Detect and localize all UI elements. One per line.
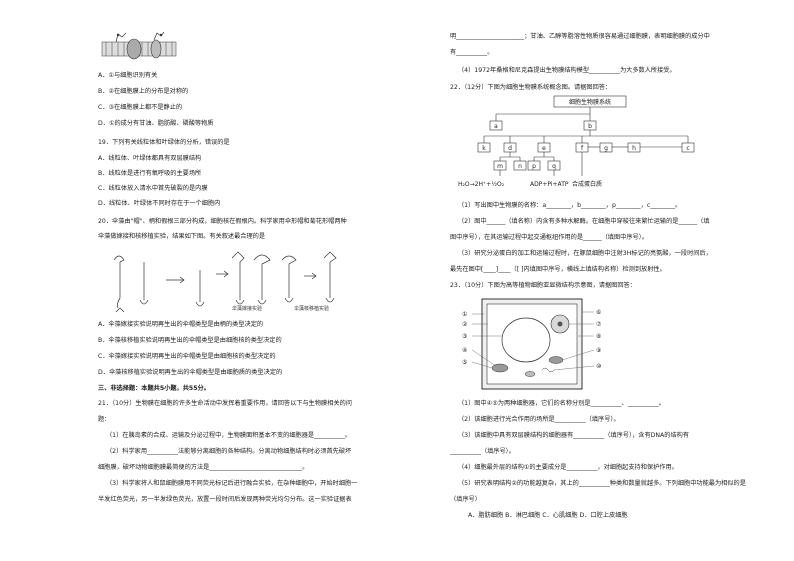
q23-line3: （3）该细胞中具有双层膜结构的细胞器有__________（填序号），含有DNA… — [458, 432, 690, 439]
q19-option-c: C．线粒体放入清水中首先破裂的是内膜 — [98, 185, 208, 192]
q21-cont-line2: 有__________。 — [450, 49, 494, 56]
q23-line1: （1）图中④⑤为两种细胞器，它们的名称分别是__________、_______… — [458, 400, 665, 407]
q19-option-b: B．线粒体是进行有氧呼吸的主要场所 — [98, 170, 202, 177]
q21-cont-line3: （4）1972年桑格和尼克森提出生物膜结构模型__________为大多数人所接… — [458, 67, 676, 74]
node-c: c — [686, 145, 689, 152]
node-a: a — [494, 123, 498, 130]
q23-line5: （4）细胞最外层的结构①的主要成分是__________，对细胞起支持和保护作用… — [458, 464, 678, 471]
node-p: p — [532, 163, 536, 170]
membrane-structure-diagram — [101, 32, 177, 60]
q23-options: A．脂肪细胞 B．淋巴细胞 C．心肌细胞 D．口腔上皮细胞 — [468, 512, 628, 519]
node-f: f — [581, 145, 584, 152]
q22-line1: （1）写出图中生物膜的名称：a________，b________，p_____… — [458, 202, 682, 209]
cell-label-9: ⑨ — [596, 347, 601, 354]
cell-label-8: ⑧ — [596, 333, 601, 340]
equation-atp: ADP+Pi+ATP — [530, 181, 569, 188]
plant-cell-diagram: ① ② ③ ④ ⑤ ⑥ ⑦ ⑧ ⑨ ⑩ — [462, 298, 602, 390]
q19-option-a: A．线粒体、叶绿体都具有双层膜结构 — [98, 155, 202, 162]
q22-line2: （2）图中______（填名称）内含有多种水解酶。在细胞中穿梭往来繁忙运输的是_… — [458, 218, 710, 225]
node-k: k — [482, 145, 486, 152]
q21-line4: （2）科学家用__________法能够分离细胞的各种结构。分离动物细胞结构时必… — [106, 448, 352, 455]
cell-label-2: ② — [462, 321, 468, 328]
acetabularia-figure: 伞藻嫁接实验 伞藻核移植实验 — [113, 251, 337, 312]
q18-option-c: C．③在细胞膜上都不是静止的 — [98, 104, 183, 111]
q20-option-b: B．伞藻核移植实验说明再生出的伞帽类型是由细胞核的类型决定的 — [98, 337, 282, 344]
concept-top-node: 细胞生物膜系统 — [569, 98, 611, 106]
equation-water-split: H₂O→2H⁺+½O₂ — [458, 181, 505, 188]
node-e: e — [542, 145, 546, 152]
q22-line5: 最先在图中[____]____（[ ]内填图中序号，横线上填结构名称）检测到放射… — [450, 266, 666, 273]
q23-line2: （2）该细胞进行光合作用的场所是__________（填序号）。 — [458, 416, 620, 423]
protein-synthesis-label: 合成蛋白质 — [572, 180, 602, 188]
q23-line4: __________（填序号）。 — [450, 448, 515, 455]
left-column: A．①与细胞识别有关 B．②在细胞膜上的分布是对称的 C．③在细胞膜上都不是静止… — [94, 0, 454, 561]
q20-option-d: D．伞藻核移植实验说明再生出的伞帽类型是由细胞质的类型决定的 — [98, 369, 283, 376]
q18-option-b: B．②在细胞膜上的分布是对称的 — [98, 88, 189, 95]
q21-cont-line1: 明______________________；甘油、乙醇等脂溶性物质很容易通过… — [450, 33, 710, 40]
node-d: d — [508, 145, 512, 152]
cell-label-5: ⑤ — [462, 359, 467, 366]
q22-stem: 22．（12分）下图为细胞生物膜系统概念图。请据图回答： — [450, 84, 612, 91]
node-m: m — [497, 163, 503, 170]
q23-line7: （填序号） — [450, 496, 481, 503]
q20-option-c: C．伞藻嫁接实验说明再生出的伞帽类型是由细胞核的类型决定的 — [98, 353, 276, 360]
q23-line6: （5）研究表明结构②的功能越复杂，其上的__________种类和数量就越多。下… — [458, 480, 746, 487]
q23-stem: 23．（10分）下图为高等植物细胞亚显微结构示意图，请据图回答： — [450, 282, 636, 289]
q18-option-a: A．①与细胞识别有关 — [98, 72, 158, 79]
q21-line7: 半发红色荧光，另一半发绿色荧光，放置一段时间后发现两种荧光均匀分布。这一实验证据… — [98, 496, 352, 503]
q19-option-d: D．线粒体、叶绿体不同时存在于一个细胞内 — [98, 200, 221, 207]
q20-stem-line1: 20．伞藻由"帽"、柄和假根三部分构成，细胞核在假根内。科学家用伞形帽和菊花形帽… — [98, 218, 347, 225]
cell-label-3: ③ — [462, 333, 467, 340]
membrane-system-concept-map: 细胞生物膜系统 a b k d e f g h c m n p q H₂O→2H… — [458, 95, 695, 188]
cell-label-1: ① — [462, 311, 467, 318]
q22-line4: （3）研究分泌蛋白的加工和运输过程时，在豚鼠细胞中注射3H标记的亮氨酸，一段时间… — [458, 250, 712, 257]
node-n: n — [518, 163, 522, 170]
q21-line2: 题： — [98, 416, 111, 423]
cell-label-7: ⑦ — [596, 321, 602, 328]
node-q: q — [552, 163, 556, 170]
right-column: 明______________________；甘油、乙醇等脂溶性物质很容易通过… — [450, 0, 794, 561]
q20-option-a: A．伞藻嫁接实验说明再生出的伞帽类型是由柄的类型决定的 — [98, 321, 264, 328]
cell-label-10: ⑩ — [596, 363, 601, 370]
fig-label-grafting: 伞藻嫁接实验 — [232, 305, 262, 312]
section-title: 三、非选择题：本题共5小题，共55分。 — [98, 385, 210, 392]
node-g: g — [604, 145, 608, 152]
q20-stem-line2: 伞藻做嫁接和核移植实验，结果如下图。有关叙述最合理的是 — [98, 233, 266, 240]
cell-label-6: ⑥ — [596, 309, 601, 316]
q22-line3: 图中序号），在其运输过程中起交通枢纽作用的是______（填图中序号）。 — [450, 234, 648, 241]
fig-label-nuclear-transfer: 伞藻核移植实验 — [294, 305, 329, 312]
q19-stem: 19．下列有关线粒体和叶绿体的分析，错误的是 — [98, 139, 230, 146]
q18-option-d: D．①的成分有甘油、脂肪酸、磷酸等物质 — [98, 120, 214, 127]
q21-line1: 21．（10分）生物膜在细胞的许多生命活动中发挥着重要作用，请回答以下与生物膜相… — [98, 400, 352, 407]
q21-line5: 细胞膜，破坏动物细胞膜最简便的方法是______________________… — [98, 464, 309, 471]
node-b: b — [588, 123, 592, 130]
q21-line6: （3）科学家将人和鼠细胞膜用不同荧光标记后进行融合实验，在杂种细胞中，开始时细胞… — [106, 480, 358, 487]
q21-line3: （1）在胰岛素的合成、运输及分泌过程中，生物膜面积基本不变的细胞器是______… — [106, 432, 352, 439]
cell-label-4: ④ — [462, 347, 467, 354]
node-h: h — [632, 145, 636, 152]
